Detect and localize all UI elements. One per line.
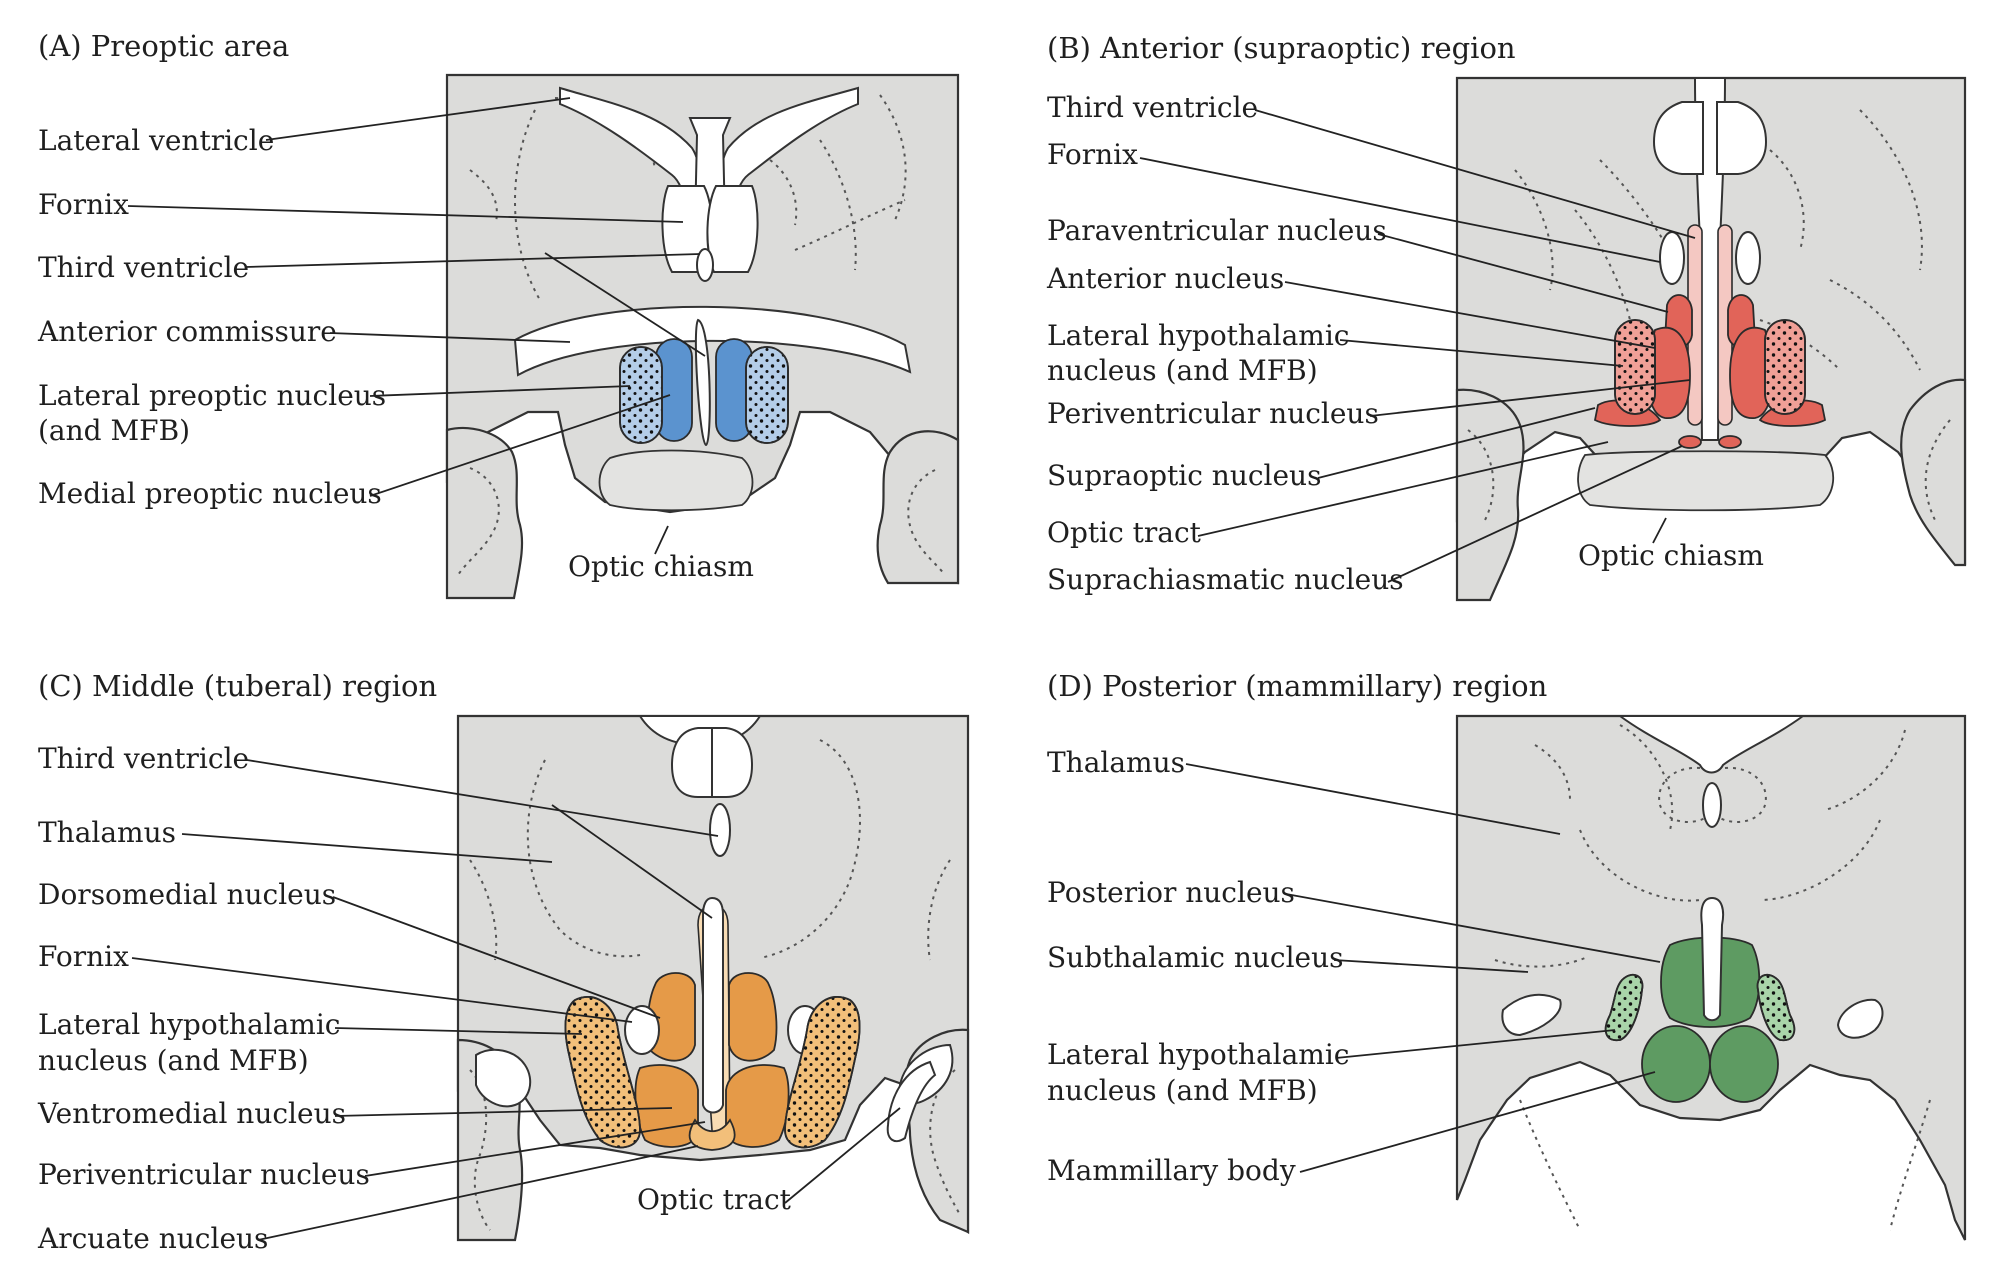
panel-a-labels: Lateral ventricle Fornix Third ventricle…: [37, 97, 754, 583]
panel-b-anterior: (B) Anterior (supraoptic) region: [1046, 31, 1967, 602]
panel-d-labels: Thalamus Posterior nucleus Subthalamic n…: [1047, 746, 1661, 1187]
label-anterior-commissure-a: Anterior commissure: [37, 315, 337, 348]
label-optic-tract-c: Optic tract: [637, 1183, 792, 1216]
label-lateral-hypothalamic-d-line2: nucleus (and MFB): [1047, 1074, 1318, 1107]
panel-a-section: [445, 73, 960, 600]
label-optic-chiasm-b: Optic chiasm: [1578, 539, 1764, 572]
label-medial-preoptic-a: Medial preoptic nucleus: [38, 477, 382, 510]
ventromedial-nucleus-left: [634, 1064, 699, 1148]
panel-b-section: [1455, 76, 1967, 602]
panel-b-title: (B) Anterior (supraoptic) region: [1047, 31, 1516, 65]
lateral-hypothalamic-nucleus-right-b: [1764, 319, 1806, 415]
panel-d-posterior: (D) Posterior (mammillary) region: [1047, 669, 1967, 1241]
panel-c-section: [456, 714, 970, 1242]
label-lateral-hypothalamic-b-line2: nucleus (and MFB): [1047, 354, 1318, 387]
label-ventromedial-c: Ventromedial nucleus: [37, 1097, 346, 1130]
label-third-ventricle-c: Third ventricle: [38, 742, 249, 775]
label-lateral-preoptic-a: Lateral preoptic nucleus: [38, 379, 386, 412]
panel-c-title: (C) Middle (tuberal) region: [38, 669, 437, 703]
lateral-hypothalamic-nucleus-left-b: [1614, 319, 1656, 415]
panel-d-title: (D) Posterior (mammillary) region: [1047, 669, 1547, 703]
label-mammillary-d: Mammillary body: [1047, 1154, 1296, 1187]
label-dorsomedial-c: Dorsomedial nucleus: [38, 878, 336, 911]
lateral-preoptic-nucleus-left: [619, 346, 663, 444]
label-thalamus-c: Thalamus: [38, 816, 176, 849]
label-lateral-hypothalamic-d: Lateral hypothalamic: [1047, 1038, 1350, 1071]
label-paraventricular-b: Paraventricular nucleus: [1047, 214, 1387, 247]
label-subthalamic-d: Subthalamic nucleus: [1047, 941, 1344, 974]
panel-c-tuberal: (C) Middle (tuberal) region: [37, 669, 970, 1255]
label-lateral-hypothalamic-c: Lateral hypothalamic: [38, 1008, 341, 1041]
label-arcuate-c: Arcuate nucleus: [37, 1222, 268, 1255]
label-lateral-hypothalamic-c-line2: nucleus (and MFB): [38, 1044, 309, 1077]
dorsomedial-nucleus-right: [728, 972, 778, 1062]
label-lateral-ventricle-a: Lateral ventricle: [38, 124, 274, 157]
panel-c-labels: Third ventricle Thalamus Dorsomedial nuc…: [37, 742, 901, 1255]
label-periventricular-c: Periventricular nucleus: [38, 1158, 370, 1191]
panel-a-title: (A) Preoptic area: [38, 29, 289, 63]
label-lateral-preoptic-a-line2: (and MFB): [38, 414, 190, 447]
label-thalamus-d: Thalamus: [1047, 746, 1185, 779]
panel-a-preoptic: (A) Preoptic area: [37, 29, 960, 600]
label-third-ventricle-a: Third ventricle: [38, 251, 249, 284]
suprachiasmatic-nucleus-right: [1718, 435, 1742, 449]
label-supraoptic-b: Supraoptic nucleus: [1047, 459, 1321, 492]
label-fornix-c: Fornix: [38, 940, 129, 973]
lateral-hypothalamic-nucleus-right-d: [1756, 973, 1796, 1042]
label-optic-chiasm-a: Optic chiasm: [568, 550, 754, 583]
label-optic-tract-b: Optic tract: [1047, 516, 1202, 549]
lateral-preoptic-nucleus-right: [745, 346, 789, 444]
lateral-hypothalamic-nucleus-right-c: [784, 995, 861, 1149]
label-periventricular-b: Periventricular nucleus: [1047, 397, 1379, 430]
label-suprachiasmatic-b: Suprachiasmatic nucleus: [1047, 563, 1404, 596]
label-third-ventricle-b: Third ventricle: [1047, 91, 1258, 124]
panel-d-section: [1455, 714, 1967, 1241]
mammillary-body-right: [1709, 1025, 1779, 1103]
suprachiasmatic-nucleus-left: [1678, 435, 1702, 449]
label-fornix-a: Fornix: [38, 188, 129, 221]
arcuate-nucleus: [688, 1118, 736, 1151]
label-anterior-nucleus-b: Anterior nucleus: [1046, 262, 1284, 295]
label-fornix-b: Fornix: [1047, 138, 1138, 171]
mammillary-body-left: [1641, 1025, 1711, 1103]
label-lateral-hypothalamic-b: Lateral hypothalamic: [1047, 319, 1350, 352]
lateral-hypothalamic-nucleus-left-d: [1604, 973, 1644, 1042]
label-posterior-d: Posterior nucleus: [1047, 876, 1295, 909]
panel-b-labels: Third ventricle Fornix Paraventricular n…: [1046, 91, 1764, 596]
